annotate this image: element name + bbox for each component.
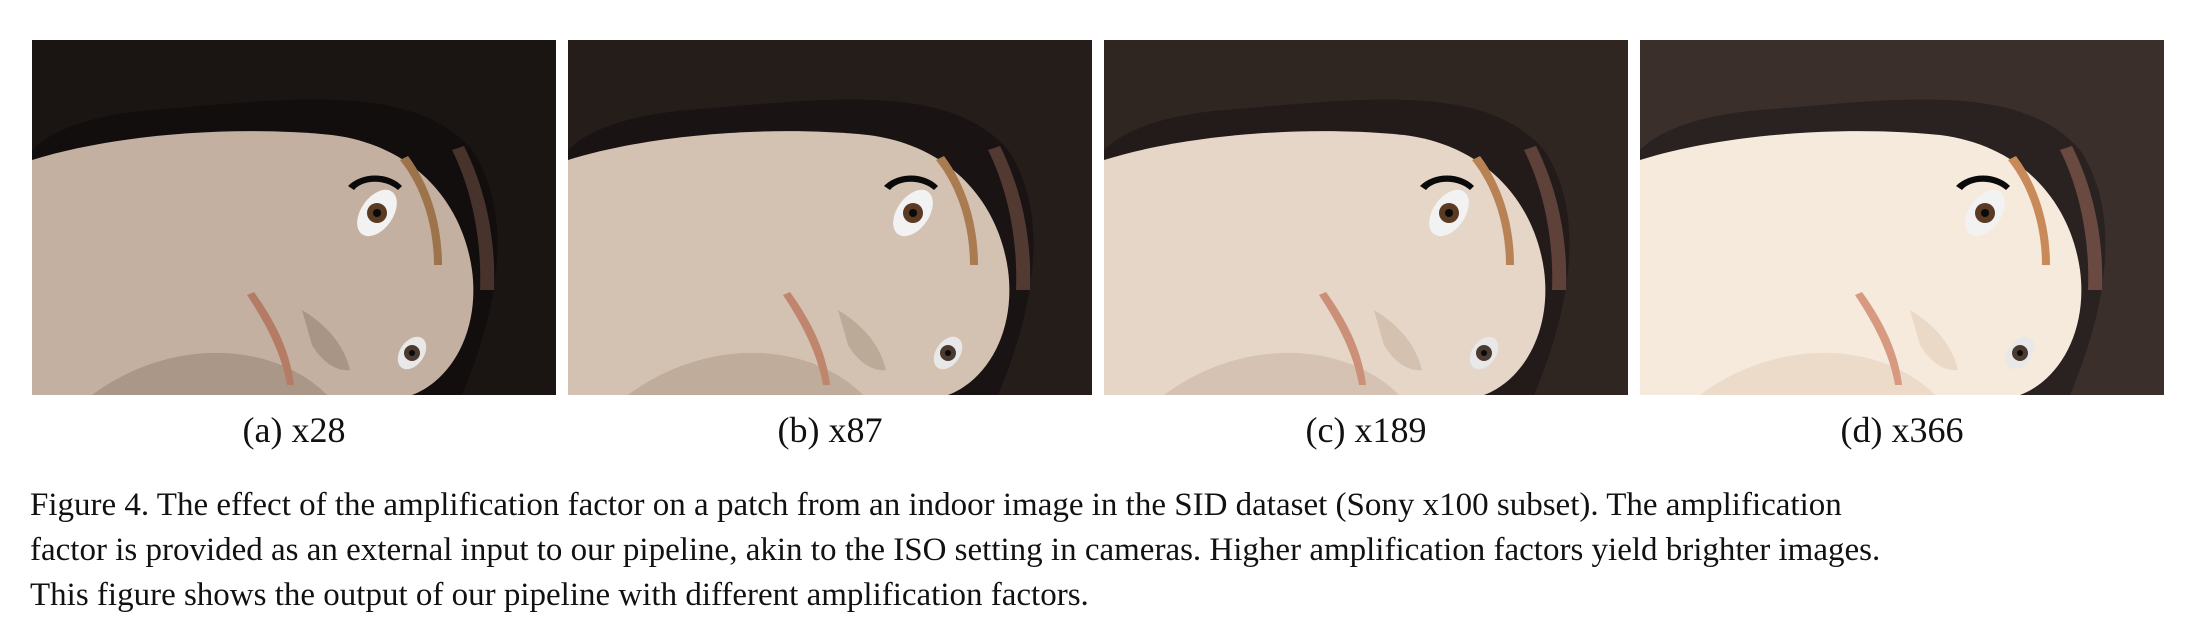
panel-b-image [568,40,1092,395]
headband [452,146,495,290]
eyebrow [2008,156,2050,265]
caption-line-2: factor is provided as an external input … [30,532,1881,568]
eye-upper-pupil [373,209,381,217]
eye-upper-liner [1420,175,1474,190]
panel-d-label: (d) x366 [1840,410,1964,450]
lips [783,292,830,385]
figure-caption: Figure 4. The effect of the amplificatio… [30,483,2160,618]
eye-upper-liner [1956,175,2010,190]
panel-d: (d) x366 [1640,40,2164,450]
headband [2060,146,2103,290]
eye-upper-pupil [1445,209,1453,217]
eye-lower-pupil [409,350,415,356]
panel-face-illustration [1640,40,2164,395]
eye-upper-pupil [909,209,917,217]
nose [302,310,350,371]
face-skin [1104,131,1546,395]
hair [1104,40,1628,395]
lips [247,292,294,385]
panel-face-illustration [32,40,556,395]
panel-b: (b) x87 [568,40,1092,450]
eye-lower-pupil [2017,350,2023,356]
chin-shade [628,352,863,395]
eye-lower-pupil [1481,350,1487,356]
face-skin [568,131,1010,395]
chin-shade [1700,352,1935,395]
eyebrow [936,156,978,265]
chin-shade [92,352,327,395]
headband [1524,146,1567,290]
panel-b-label: (b) x87 [777,410,883,450]
caption-line-1: Figure 4. The effect of the amplificatio… [30,487,1842,523]
hair [1640,40,2164,395]
headband [988,146,1031,290]
panel-d-image [1640,40,2164,395]
nose [838,310,886,371]
eyebrow [1472,156,1514,265]
eye-upper-liner [884,175,938,190]
nose [1374,310,1422,371]
figure-panels: (a) x28 (b) x87 (c) x189 (d) x366 [32,40,2164,450]
hair [568,40,1092,395]
lips [1855,292,1902,385]
chin-shade [1164,352,1399,395]
face-skin [32,131,474,395]
face-skin [1640,131,2082,395]
caption-line-3: This figure shows the output of our pipe… [30,577,1089,613]
eyebrow [400,156,442,265]
eye-upper-pupil [1981,209,1989,217]
panel-c-label: (c) x189 [1305,410,1427,450]
hair [32,40,556,395]
panel-a-label: (a) x28 [242,410,346,450]
eye-upper-liner [348,175,402,190]
panel-c-image [1104,40,1628,395]
lips [1319,292,1366,385]
nose [1910,310,1958,371]
panel-face-illustration [568,40,1092,395]
panel-a-image [32,40,556,395]
panel-c: (c) x189 [1104,40,1628,450]
eye-lower-pupil [945,350,951,356]
panel-a: (a) x28 [32,40,556,450]
panel-face-illustration [1104,40,1628,395]
